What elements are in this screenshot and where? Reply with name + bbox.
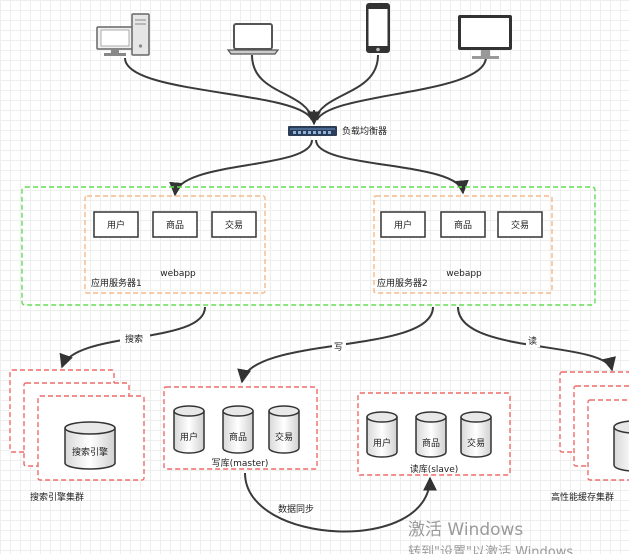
- client-connections: [124, 54, 487, 121]
- data-sync-arrow: [244, 472, 437, 533]
- db-label: 交易: [275, 431, 293, 443]
- module-label: 用户: [107, 219, 125, 231]
- db-label: 交易: [467, 437, 485, 449]
- cache-cluster-label: 高性能缓存集群: [551, 491, 614, 503]
- cache-cluster: [559, 371, 629, 481]
- network-switch-icon: [288, 126, 337, 136]
- search-edge-label: 搜索: [125, 333, 143, 345]
- webapp-label: webapp: [160, 269, 196, 279]
- lb-to-servers: [169, 139, 469, 197]
- db-label: 商品: [229, 431, 247, 443]
- database-icon: [173, 405, 205, 454]
- webapp-label: webapp: [446, 269, 482, 279]
- module-label: 用户: [394, 219, 412, 231]
- write-db-master: 用户 商品 交易 写库(master): [163, 386, 318, 470]
- load-balancer-label: 负载均衡器: [342, 125, 387, 137]
- search-cluster: 搜索引擎: [9, 369, 145, 481]
- db-label: 用户: [180, 431, 198, 443]
- database-icon: [268, 405, 300, 454]
- database-icon: [613, 420, 629, 472]
- data-sync-label: 数据同步: [278, 503, 314, 515]
- app-server-label: 应用服务器2: [377, 277, 428, 289]
- module-label: 商品: [166, 219, 184, 231]
- module-box: [93, 211, 139, 238]
- module-label: 商品: [454, 219, 472, 231]
- read-edge-label: 读: [528, 335, 537, 347]
- db-label: 商品: [422, 437, 440, 449]
- module-box: [211, 211, 257, 238]
- app-server-2: 用户 商品 交易 webapp 应用服务器2: [373, 195, 553, 294]
- module-box: [152, 211, 198, 238]
- app-server-label: 应用服务器1: [91, 277, 142, 289]
- write-db-label: 写库(master): [212, 457, 269, 469]
- database-icon: [460, 411, 492, 458]
- read-db-slave: 用户 商品 交易 读库(slave): [357, 392, 511, 476]
- app-server-1: 用户 商品 交易 webapp 应用服务器1: [84, 195, 266, 294]
- search-cluster-label: 搜索引擎集群: [30, 491, 84, 503]
- module-box: [380, 211, 426, 238]
- smartphone-icon: [366, 3, 390, 53]
- database-icon: [415, 411, 447, 458]
- app-server-region: [21, 186, 596, 306]
- desktop-pc-icon: [96, 13, 150, 56]
- database-icon: [366, 411, 398, 458]
- laptop-icon: [226, 23, 280, 55]
- database-icon: [222, 405, 254, 454]
- activation-watermark-title: 激活 Windows: [408, 520, 523, 540]
- module-label: 交易: [511, 219, 529, 231]
- monitor-icon: [458, 15, 512, 59]
- module-label: 交易: [225, 219, 243, 231]
- module-box: [440, 211, 486, 238]
- read-db-label: 读库(slave): [410, 463, 459, 475]
- db-label: 用户: [373, 437, 391, 449]
- activation-watermark-subtitle: 转到"设置"以激活 Windows: [408, 545, 573, 554]
- module-box: [497, 211, 543, 238]
- database-icon: [64, 421, 116, 470]
- search-engine-db-label: 搜索引擎: [72, 446, 108, 458]
- write-edge-label: 写: [334, 342, 343, 353]
